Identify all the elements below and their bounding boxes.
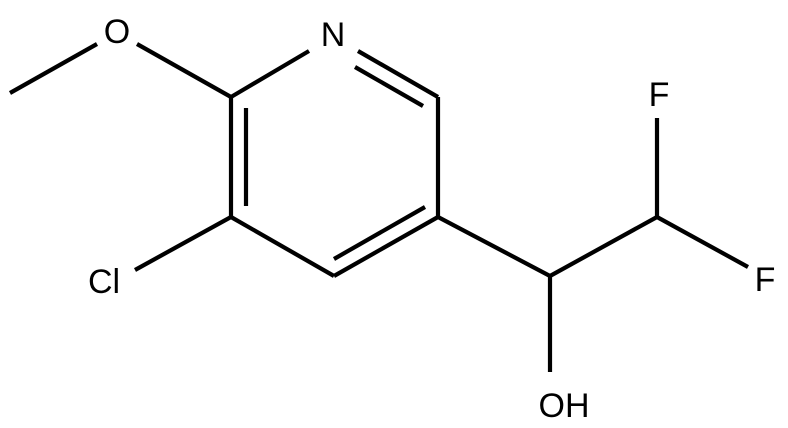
bond-c4-c5 xyxy=(332,215,440,278)
atom-label-cl: Cl xyxy=(88,263,120,301)
bond-c3-c4 xyxy=(229,215,336,278)
bond-c6-n1-inner xyxy=(353,65,425,108)
bonds xyxy=(8,42,750,372)
bond-c4-c5-inner xyxy=(332,205,427,261)
atom-label-o-methoxy: O xyxy=(104,13,130,51)
atom-label-f-right: F xyxy=(755,261,776,299)
bond-cbeta-f-right xyxy=(655,215,750,269)
atom-label-oh: OH xyxy=(539,387,590,425)
atom-label-n: N xyxy=(321,16,346,54)
bond-c6-n1 xyxy=(356,49,440,99)
atom-label-f-top: F xyxy=(649,76,670,114)
atom-labels: N O Cl F F OH xyxy=(88,13,775,425)
bond-c2-o xyxy=(135,42,233,99)
bond-c3-cl xyxy=(133,215,233,272)
bond-c5-calpha xyxy=(437,215,551,278)
bond-o-ch3 xyxy=(8,42,99,95)
bond-calpha-cbeta xyxy=(548,215,659,278)
bond-n1-c2 xyxy=(229,49,311,99)
